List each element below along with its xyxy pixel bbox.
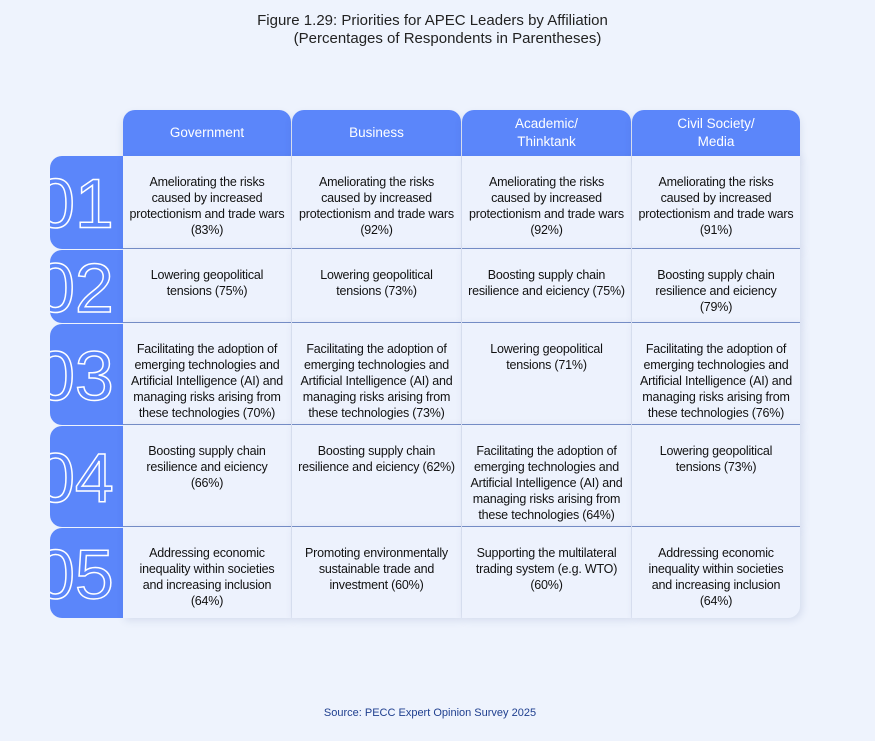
rank-number: 05 bbox=[50, 536, 114, 614]
priority-cell: Ameliorating the risks caused by increas… bbox=[462, 156, 631, 249]
title-line-1: Figure 1.29: Priorities for APEC Leaders… bbox=[257, 12, 608, 29]
priority-cell: Supporting the multilateral trading syst… bbox=[462, 527, 631, 618]
priority-cell: Lowering geopolitical tensions (73%) bbox=[632, 425, 800, 527]
column-header: Government bbox=[123, 110, 291, 156]
column-header: Business bbox=[292, 110, 461, 156]
figure-title: Figure 1.29: Priorities for APEC Leaders… bbox=[0, 12, 875, 48]
priority-cell: Boosting supply chain resilience and eic… bbox=[123, 425, 291, 527]
column-header: Civil Society/ Media bbox=[632, 110, 800, 156]
priority-cell: Ameliorating the risks caused by increas… bbox=[292, 156, 461, 249]
priority-cell: Lowering geopolitical tensions (75%) bbox=[123, 249, 291, 323]
priority-cell: Addressing economic inequality within so… bbox=[123, 527, 291, 618]
title-line-2: (Percentages of Respondents in Parenthes… bbox=[293, 30, 602, 47]
priority-cell: Lowering geopolitical tensions (73%) bbox=[292, 249, 461, 323]
priority-cell: Ameliorating the risks caused by increas… bbox=[123, 156, 291, 249]
priority-cell: Lowering geopolitical tensions (71%) bbox=[462, 323, 631, 425]
rank-badge: 02 bbox=[50, 250, 123, 323]
priority-cell: Boosting supply chain resilience and eic… bbox=[292, 425, 461, 527]
rank-badge: 01 bbox=[50, 156, 123, 249]
rank-number: 01 bbox=[50, 165, 114, 243]
priority-cell: Boosting supply chain resilience and eic… bbox=[632, 249, 800, 323]
priority-cell: Addressing economic inequality within so… bbox=[632, 527, 800, 618]
priority-cell: Facilitating the adoption of emerging te… bbox=[632, 323, 800, 425]
priority-cell: Facilitating the adoption of emerging te… bbox=[462, 425, 631, 527]
priority-cell: Ameliorating the risks caused by increas… bbox=[632, 156, 800, 249]
priority-cell: Promoting environmentally sustainable tr… bbox=[292, 527, 461, 618]
rank-number: 03 bbox=[50, 337, 114, 415]
rank-badge: 05 bbox=[50, 528, 123, 618]
priority-cell: Boosting supply chain resilience and eic… bbox=[462, 249, 631, 323]
priority-cell: Facilitating the adoption of emerging te… bbox=[123, 323, 291, 425]
column-header: Academic/ Thinktank bbox=[462, 110, 631, 156]
rank-badge: 04 bbox=[50, 426, 123, 527]
source-note: Source: PECC Expert Opinion Survey 2025 bbox=[323, 707, 537, 719]
rank-number: 04 bbox=[50, 439, 114, 517]
rank-badge: 03 bbox=[50, 324, 123, 425]
rank-number: 02 bbox=[50, 250, 114, 323]
priority-cell: Facilitating the adoption of emerging te… bbox=[292, 323, 461, 425]
